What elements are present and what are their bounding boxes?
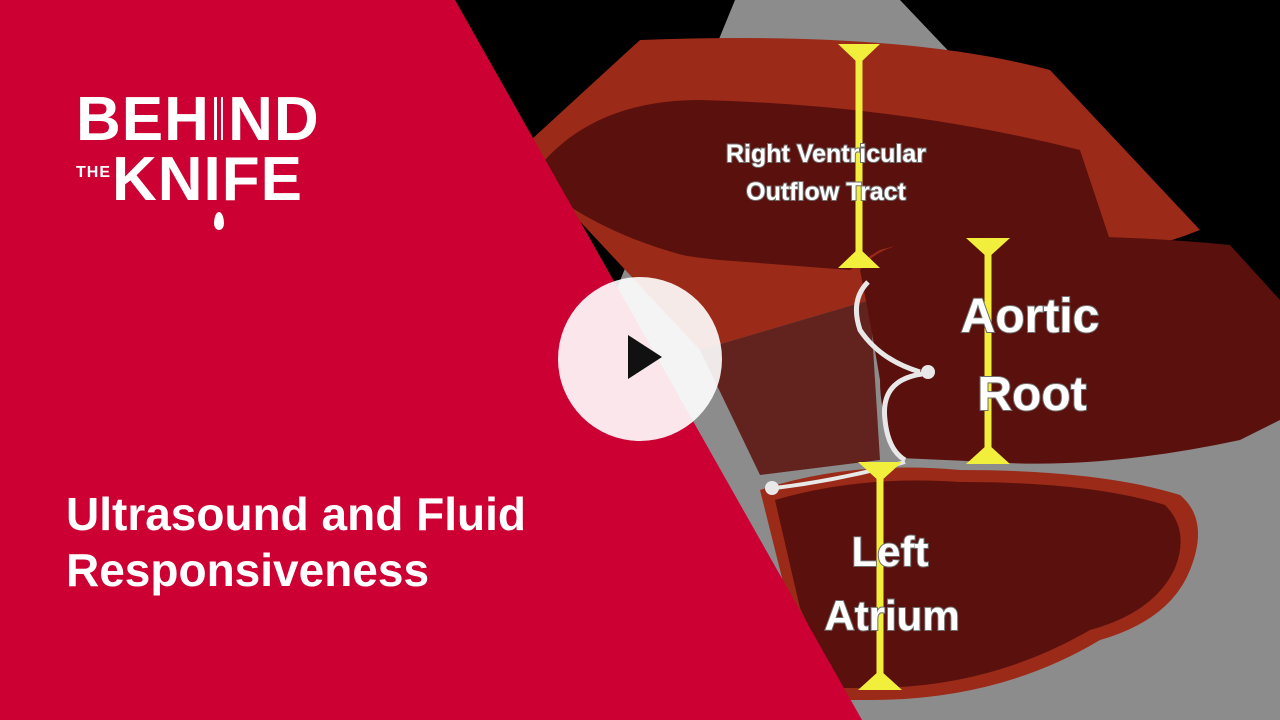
rvot-label-line2: Outflow Tract xyxy=(746,178,906,206)
blood-drop-icon xyxy=(214,212,224,230)
rvot-chamber xyxy=(545,100,1110,270)
aortic-root-label-line1: Aortic xyxy=(961,290,1100,343)
play-button[interactable] xyxy=(558,277,722,441)
video-title: Ultrasound and Fluid Responsiveness xyxy=(66,486,706,598)
valve-tip xyxy=(921,365,935,379)
tissue-lower xyxy=(560,200,870,350)
logo-word-behind: BEHIND xyxy=(76,85,320,154)
video-title-line1: Ultrasound and Fluid xyxy=(66,488,526,540)
mitral-tip xyxy=(765,481,779,495)
rvot-label-line1: Right Ventricular xyxy=(726,140,926,168)
left-atrium-label-line2: Atrium xyxy=(824,592,959,639)
behind-the-knife-logo: BEHIND THE KNIFE xyxy=(76,88,336,238)
aortic-root-label-line2: Root xyxy=(977,368,1086,421)
logo-word-the: THE xyxy=(76,164,111,181)
aortic-valve-lower xyxy=(881,371,923,463)
tissue-middle xyxy=(700,300,880,475)
aortic-valve-upper xyxy=(853,280,921,375)
left-atrium-caliper xyxy=(858,462,902,690)
aortic-root-caliper xyxy=(966,238,1010,464)
rvot-caliper xyxy=(838,44,880,268)
video-title-line2: Responsiveness xyxy=(66,544,430,596)
left-atrium-label-line1: Left xyxy=(852,528,929,575)
logo-word-knife: KNIFE xyxy=(112,145,303,214)
left-atrium-chamber xyxy=(775,480,1181,688)
play-icon xyxy=(628,335,662,379)
knife-blade-icon xyxy=(217,96,221,216)
aortic-root-chamber xyxy=(860,236,1280,464)
